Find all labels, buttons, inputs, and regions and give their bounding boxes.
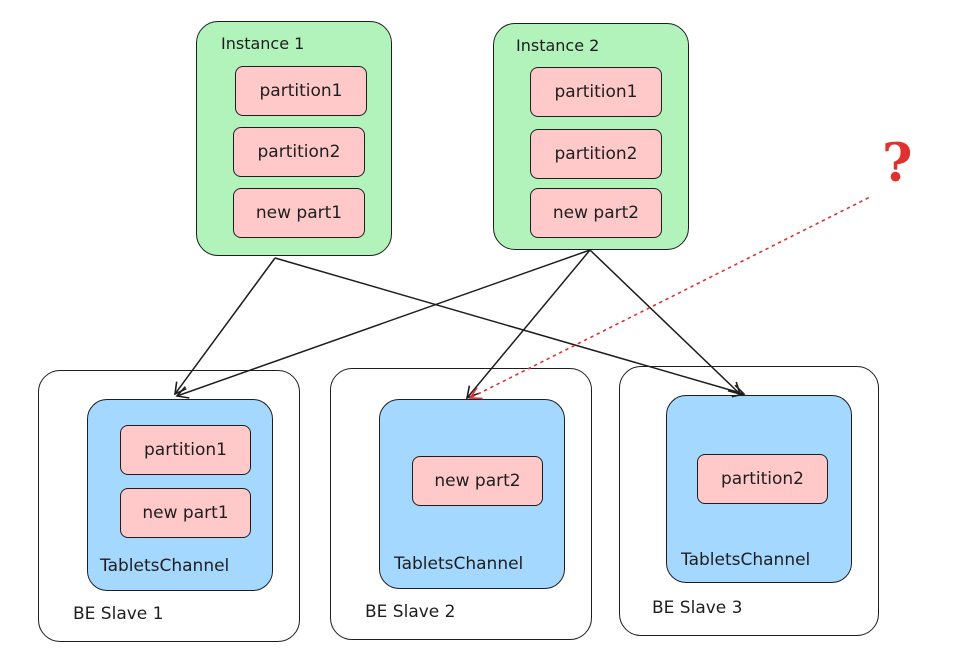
instance-2-new-part2: new part2 bbox=[530, 188, 662, 238]
instance-1-partition1: partition1 bbox=[235, 66, 367, 116]
instance-1-partition2: partition2 bbox=[233, 127, 365, 177]
instance-2-box: Instance 2 partition1 partition2 new par… bbox=[493, 23, 689, 250]
be-slave-1-tablets-channel: partition1 new part1 TabletsChannel bbox=[87, 399, 273, 591]
be-slave-2-box: new part2 TabletsChannel BE Slave 2 bbox=[330, 368, 592, 640]
be-slave-3-channel-label: TabletsChannel bbox=[681, 550, 811, 570]
instance-2-title: Instance 2 bbox=[516, 36, 600, 55]
instance-1-title: Instance 1 bbox=[221, 34, 305, 53]
be-slave-3-title: BE Slave 3 bbox=[652, 598, 743, 618]
instance-2-partition1: partition1 bbox=[530, 67, 662, 117]
be-slave-1-box: partition1 new part1 TabletsChannel BE S… bbox=[38, 370, 300, 642]
be-slave-2-new-part2: new part2 bbox=[412, 456, 543, 506]
be-slave-2-tablets-channel: new part2 TabletsChannel bbox=[379, 399, 565, 589]
unknown-question-mark: ? bbox=[882, 133, 913, 194]
be-slave-1-new-part1: new part1 bbox=[120, 488, 251, 538]
be-slave-3-partition2: partition2 bbox=[697, 454, 828, 504]
be-slave-1-title: BE Slave 1 bbox=[73, 604, 164, 624]
be-slave-3-tablets-channel: partition2 TabletsChannel bbox=[666, 395, 852, 583]
be-slave-1-channel-label: TabletsChannel bbox=[100, 556, 230, 576]
be-slave-3-box: partition2 TabletsChannel BE Slave 3 bbox=[619, 366, 879, 636]
instance-1-box: Instance 1 partition1 partition2 new par… bbox=[196, 21, 392, 256]
be-slave-2-channel-label: TabletsChannel bbox=[394, 554, 524, 574]
be-slave-1-partition1: partition1 bbox=[120, 425, 251, 475]
instance-2-partition2: partition2 bbox=[530, 129, 662, 179]
be-slave-2-title: BE Slave 2 bbox=[365, 602, 456, 622]
instance-1-new-part1: new part1 bbox=[233, 188, 365, 238]
